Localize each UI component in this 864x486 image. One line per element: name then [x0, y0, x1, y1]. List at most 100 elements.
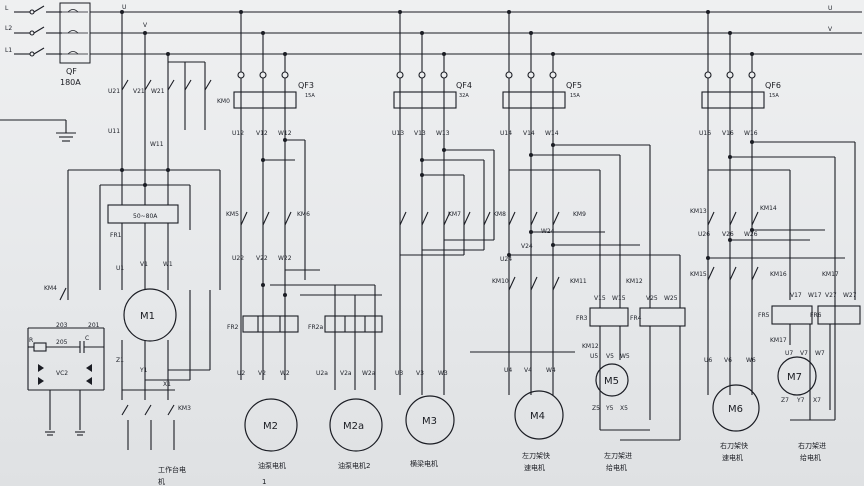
- svg-text:V15: V15: [594, 295, 606, 302]
- overload-fr4: FR4: [630, 315, 642, 322]
- overload-fr2: FR2: [227, 324, 239, 331]
- caption-m2-cont: 1: [262, 478, 266, 486]
- svg-text:V3: V3: [416, 370, 424, 377]
- contactor-km14: KM14: [760, 205, 777, 212]
- svg-text:W11: W11: [150, 141, 164, 148]
- svg-text:U2a: U2a: [316, 370, 328, 377]
- contactor-km10: KM10: [492, 278, 509, 285]
- svg-text:W13: W13: [436, 130, 450, 137]
- svg-text:V17: V17: [790, 292, 802, 299]
- svg-text:W27: W27: [843, 292, 857, 299]
- svg-text:KM17: KM17: [770, 337, 787, 344]
- motor-m2-label: M2: [263, 421, 278, 432]
- supply-label-l1: L1: [5, 47, 12, 54]
- caption-m1-cont: 机: [158, 477, 165, 486]
- svg-text:U4: U4: [504, 367, 512, 374]
- caption-m3: 横梁电机: [410, 459, 438, 468]
- motor-m7-label: M7: [787, 372, 802, 383]
- brake-capacitor-c: C: [85, 335, 89, 342]
- svg-text:V22: V22: [256, 255, 268, 262]
- svg-text:V7: V7: [800, 350, 808, 357]
- breaker-qf3-rating: 15A: [305, 93, 315, 99]
- svg-text:W22: W22: [278, 255, 292, 262]
- caption-m6-a: 右刀架快: [720, 441, 748, 450]
- section-m1: M1 U21 V21 W21 KM0 U11 W11 FR1 50~80A U1…: [67, 12, 230, 486]
- svg-text:L: L: [5, 5, 9, 12]
- svg-text:W14: W14: [545, 130, 559, 137]
- svg-text:Z7: Z7: [781, 397, 789, 404]
- svg-text:V: V: [143, 22, 148, 29]
- overload-fr3: FR3: [576, 315, 588, 322]
- svg-text:U3: U3: [395, 370, 403, 377]
- brake-resistor-r: R: [29, 337, 33, 344]
- caption-m1: 工作台电: [158, 465, 186, 474]
- main-breaker-qf: L L2 L1 QF 180A: [5, 2, 91, 87]
- overload-fr2a: FR2a: [308, 324, 323, 331]
- junction-dots: [120, 10, 754, 297]
- svg-text:X5: X5: [620, 405, 628, 412]
- svg-text:U1: U1: [116, 265, 124, 272]
- breaker-qf6: QF6: [765, 81, 781, 90]
- overload-fr5: FR5: [758, 312, 770, 319]
- svg-text:W2a: W2a: [362, 370, 376, 377]
- bus-label-u: U: [828, 5, 832, 12]
- caption-m2a: 油泵电机2: [338, 461, 370, 470]
- svg-text:V13: V13: [414, 130, 426, 137]
- svg-text:V14: V14: [523, 130, 535, 137]
- svg-text:V1: V1: [140, 261, 148, 268]
- svg-text:U16: U16: [699, 130, 711, 137]
- svg-text:W3: W3: [438, 370, 448, 377]
- svg-text:U6: U6: [704, 357, 712, 364]
- supply-bus: U V U V: [90, 4, 862, 55]
- caption-m2: 油泵电机: [258, 461, 286, 470]
- contactor-km0: KM0: [217, 98, 230, 105]
- brake-node-205: 205: [56, 339, 68, 346]
- main-breaker-rating: 180A: [60, 78, 81, 87]
- brake-rectifier-vc2: VC2: [56, 370, 68, 377]
- overload-fr6: FR6: [810, 312, 822, 319]
- svg-text:X1: X1: [163, 381, 171, 388]
- svg-text:W7: W7: [815, 350, 825, 357]
- caption-m4-a: 左刀架快: [522, 451, 550, 460]
- svg-text:V12: V12: [256, 130, 268, 137]
- svg-text:Y5: Y5: [605, 405, 614, 412]
- brake-circuit: KM4 203 201 R 205 C VC2: [27, 270, 105, 436]
- motor-m1-label: M1: [140, 311, 155, 322]
- svg-text:U11: U11: [108, 128, 120, 135]
- section-m3: M3 QF4 32A U13 V13 W13 KM7 U3 V3 W3 横梁电机: [392, 12, 495, 468]
- svg-text:W1: W1: [163, 261, 173, 268]
- motor-m2a-label: M2a: [343, 421, 364, 432]
- breaker-qf4: QF4: [456, 81, 472, 90]
- caption-m5-b: 给电机: [606, 463, 627, 472]
- breaker-qf5: QF5: [566, 81, 582, 90]
- svg-text:V16: V16: [722, 130, 734, 137]
- svg-text:V6: V6: [724, 357, 732, 364]
- svg-text:W12: W12: [278, 130, 292, 137]
- svg-text:W4: W4: [546, 367, 556, 374]
- contactor-km6: KM6: [297, 211, 310, 218]
- brake-node-203: 203: [56, 322, 68, 329]
- svg-text:U21: U21: [108, 88, 120, 95]
- motor-m5-label: M5: [604, 376, 619, 387]
- ground-icon: [0, 119, 76, 142]
- contactor-km13: KM13: [690, 208, 707, 215]
- contactor-km12: KM12: [626, 278, 643, 285]
- brake-contactor-km4: KM4: [44, 285, 57, 292]
- svg-text:V24: V24: [521, 243, 533, 250]
- svg-text:U24: U24: [500, 256, 512, 263]
- contactor-km17: KM17: [822, 271, 839, 278]
- svg-text:W26: W26: [744, 231, 758, 238]
- svg-text:V21: V21: [133, 88, 145, 95]
- caption-m6-b: 速电机: [722, 453, 743, 462]
- svg-text:V27: V27: [825, 292, 837, 299]
- svg-text:V4: V4: [524, 367, 532, 374]
- svg-text:V5: V5: [606, 353, 614, 360]
- svg-text:Y1: Y1: [139, 367, 148, 374]
- svg-text:U13: U13: [392, 130, 404, 137]
- overload-fr1-setting: 50~80A: [133, 213, 158, 220]
- contactor-km9: KM9: [573, 211, 586, 218]
- svg-text:U2: U2: [237, 370, 245, 377]
- contactor-km8: KM8: [493, 211, 506, 218]
